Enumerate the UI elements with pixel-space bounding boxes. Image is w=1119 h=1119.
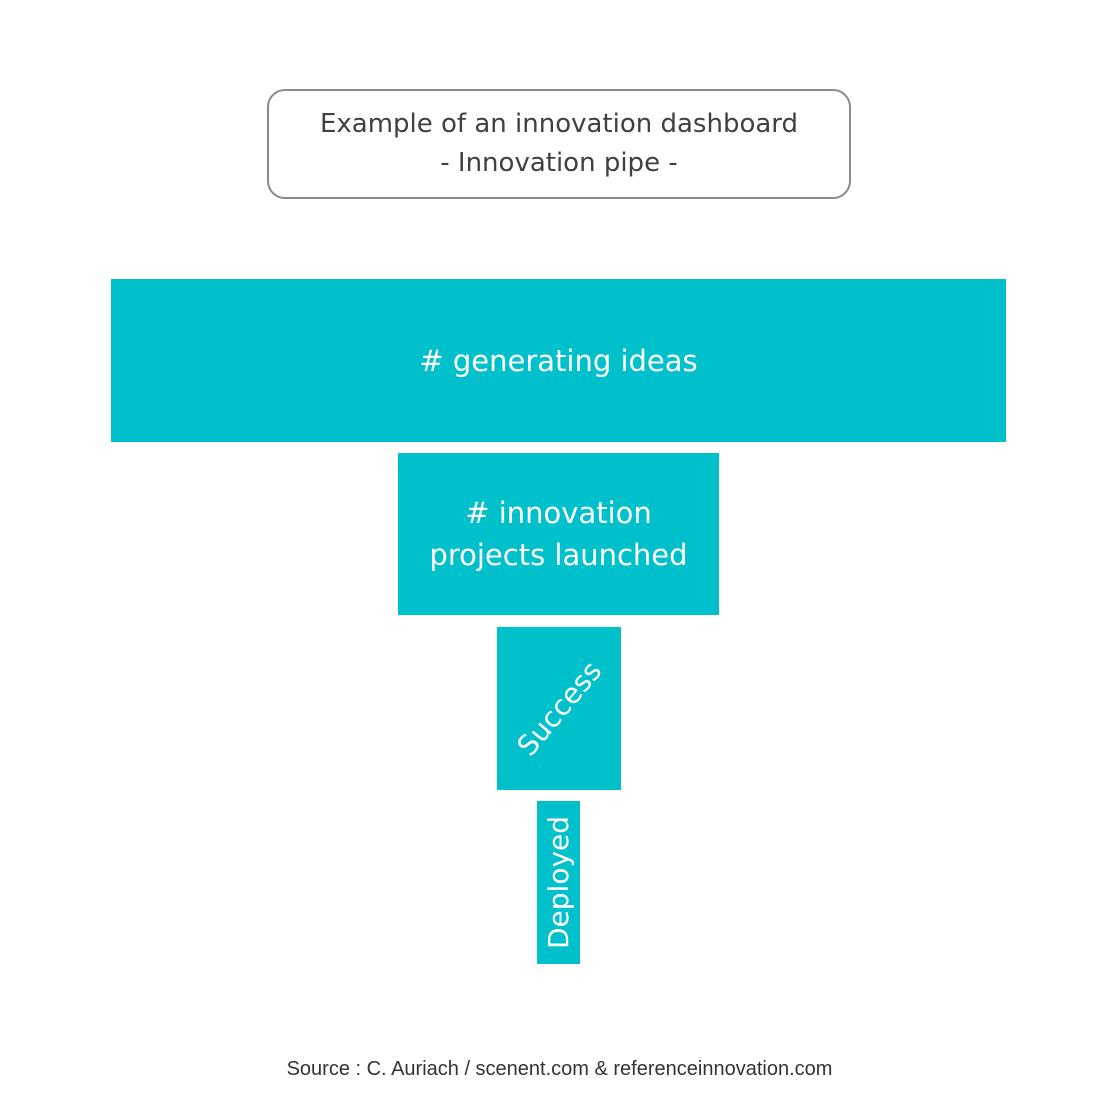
funnel-stage-success: Success xyxy=(497,627,621,790)
source-caption: Source : C. Auriach / scenent.com & refe… xyxy=(286,1058,833,1080)
funnel-stage-deployed-label: Deployed xyxy=(542,815,576,950)
funnel-stage-ideas: # generating ideas xyxy=(111,279,1006,442)
funnel-stage-deployed: Deployed xyxy=(537,801,580,964)
funnel-stage-ideas-label: # generating ideas xyxy=(419,343,698,378)
title-line-2: - Innovation pipe - xyxy=(440,148,678,178)
funnel-stage-projects: # innovation projects launched xyxy=(398,453,719,615)
funnel-stage-projects-label-line-2: projects launched xyxy=(429,538,688,572)
funnel-stage-success-label: Success xyxy=(510,654,608,763)
funnel-stage-projects-label-line-1: # innovation xyxy=(465,496,652,530)
title-line-1: Example of an innovation dashboard xyxy=(319,109,799,139)
title-box: Example of an innovation dashboard - Inn… xyxy=(267,89,851,199)
